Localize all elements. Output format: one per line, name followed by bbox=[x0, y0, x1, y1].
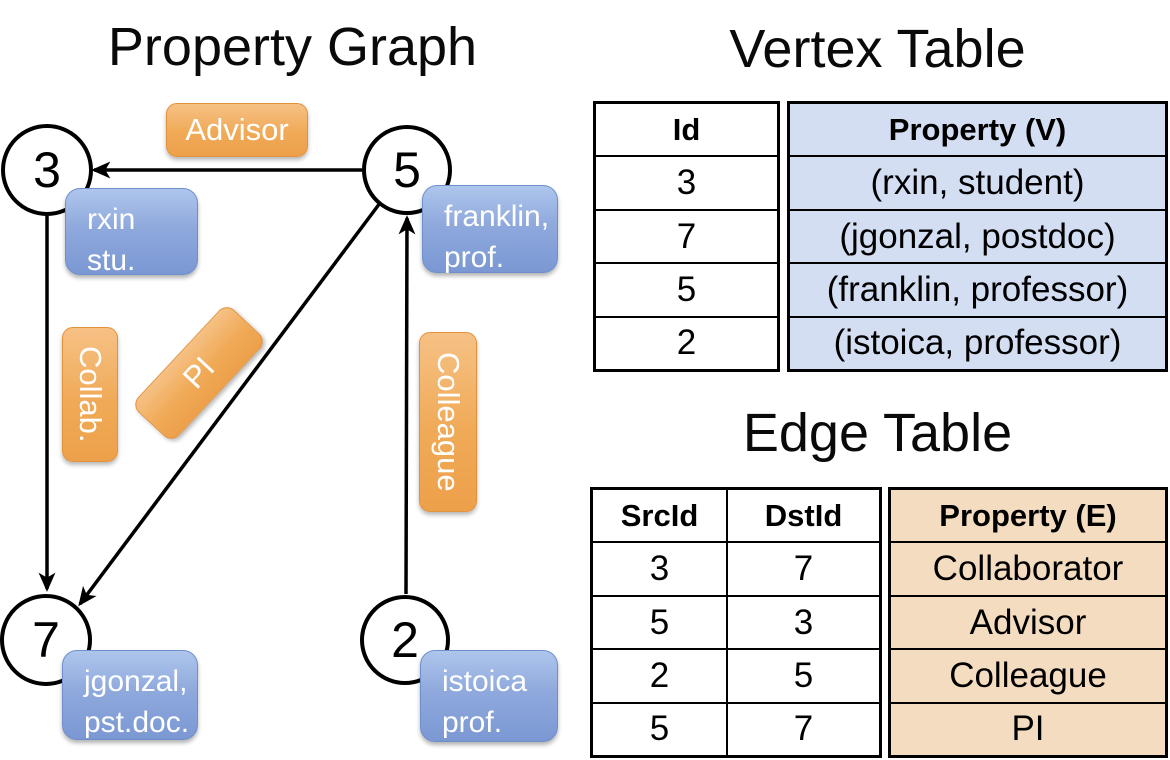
node-2-id: 2 bbox=[391, 612, 419, 668]
vertex-table-id-cell: 2 bbox=[596, 315, 777, 369]
vertex-table-id-header: Id bbox=[672, 111, 701, 147]
edge-label-pi: PI bbox=[130, 302, 268, 444]
edge-label-advisor: Advisor bbox=[166, 103, 308, 157]
vertex-table-property-cell: (rxin, student) bbox=[790, 155, 1165, 208]
edge-table-dstid-cell: 5 bbox=[728, 648, 879, 701]
edge-line-colleague-2-to-5 bbox=[398, 215, 416, 595]
edge-table-srcid-cell: 5 bbox=[593, 701, 726, 755]
edge-table-dstid-cell: 7 bbox=[728, 541, 879, 594]
edge-table-srcid-header: SrcId bbox=[620, 497, 699, 533]
edge-table-dstid-cell: 3 bbox=[728, 594, 879, 648]
graph-node-2: 2 bbox=[360, 595, 450, 685]
vertex-property-line: franklin, bbox=[444, 200, 550, 233]
edge-table-srcid-cell: 2 bbox=[593, 648, 726, 701]
property-graph-diagram: 3 5 7 2 rxin stu. franklin, prof. jgonza… bbox=[0, 103, 558, 742]
vertex-property-line: prof. bbox=[444, 241, 505, 274]
vertex-table-property-column: Property (V) (rxin, student)(jgonzal, po… bbox=[787, 101, 1168, 372]
vertex-table-id-cell: 3 bbox=[596, 155, 777, 208]
vertex-table-property-header: Property (V) bbox=[888, 111, 1067, 147]
vertex-table-title: Vertex Table bbox=[729, 19, 1026, 79]
node-7-id: 7 bbox=[32, 612, 60, 668]
vertex-property-line: rxin bbox=[87, 203, 136, 236]
vertex-table-id-cell: 7 bbox=[596, 208, 777, 262]
node-5-id: 5 bbox=[393, 142, 421, 198]
edge-table-property-header: Property (E) bbox=[939, 497, 1117, 533]
graph-node-5: 5 bbox=[362, 125, 452, 215]
edge-table-property-cell: PI bbox=[891, 701, 1165, 755]
edge-label-colleague: Colleague bbox=[419, 332, 477, 512]
vertex-property-box-istoica: istoica prof. bbox=[420, 650, 558, 742]
edge-table-property-cell: Advisor bbox=[891, 594, 1165, 648]
vertex-property-line: istoica bbox=[442, 665, 528, 698]
edge-label-collab: Collab. bbox=[62, 327, 118, 462]
vertex-table-id-cell: 5 bbox=[596, 262, 777, 315]
vertex-property-box-rxin: rxin stu. bbox=[65, 188, 198, 277]
node-3-id: 3 bbox=[33, 142, 61, 198]
vertex-property-line: prof. bbox=[442, 706, 503, 739]
vertex-property-box-jgonzal: jgonzal, pst.doc. bbox=[62, 650, 198, 740]
edge-table-srcid-cell: 3 bbox=[593, 541, 726, 594]
vertex-property-line: stu. bbox=[87, 244, 136, 277]
edge-table-srcid-cell: 5 bbox=[593, 594, 726, 648]
vertex-property-line: pst.doc. bbox=[84, 706, 190, 739]
vertex-table-property-cell: (franklin, professor) bbox=[790, 262, 1165, 315]
vertex-table-property-cell: (istoica, professor) bbox=[790, 315, 1165, 369]
property-graph-title: Property Graph bbox=[107, 17, 478, 77]
edge-table-dstid-header: DstId bbox=[764, 497, 843, 533]
edge-table-property-cell: Collaborator bbox=[891, 541, 1165, 594]
vertex-table-property-cell: (jgonzal, postdoc) bbox=[790, 208, 1165, 262]
edge-table-property-cell: Colleague bbox=[891, 648, 1165, 701]
edge-table-title: Edge Table bbox=[742, 403, 1013, 463]
vertex-property-box-franklin: franklin, prof. bbox=[422, 185, 558, 274]
edge-table-dstid-cell: 7 bbox=[728, 701, 879, 755]
vertex-property-line: jgonzal, bbox=[84, 665, 188, 698]
